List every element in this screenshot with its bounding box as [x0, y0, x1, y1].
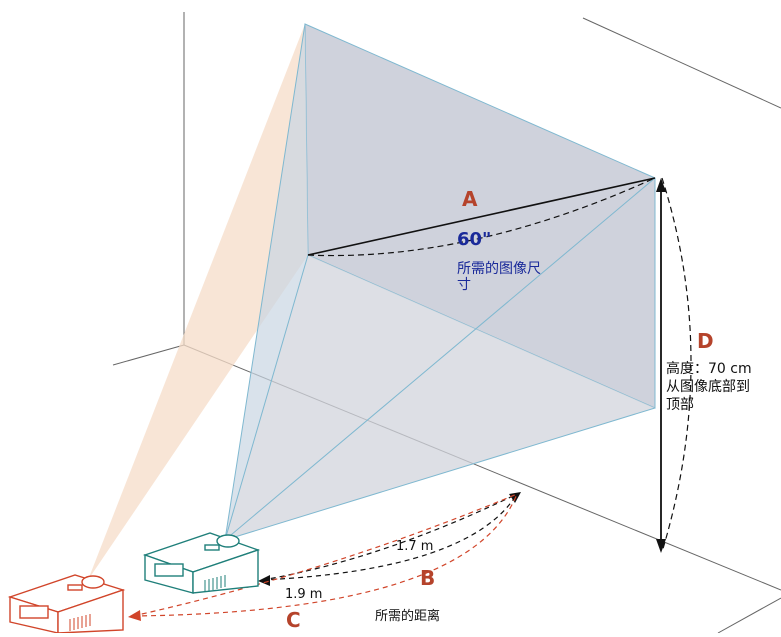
near-beam-bottom: [225, 255, 655, 540]
projector-far-lens: [81, 575, 105, 589]
distance-b-arrow-left: [258, 575, 270, 586]
projector-far-button: [67, 584, 83, 591]
distance-c-value: 1.9 m: [285, 587, 323, 602]
projector-near-lens: [216, 534, 240, 548]
projector-near-button: [204, 544, 220, 551]
distance-c-arcs: [132, 493, 518, 617]
beam-edge: [224, 254, 309, 541]
floor-corner-line: [717, 597, 781, 634]
projector-far-vents: [69, 614, 91, 631]
projector-near-panel: [154, 563, 184, 577]
projector-near: [142, 532, 261, 594]
image-size-caption-line1: 所需的图像尺: [457, 261, 541, 277]
projector-far-panel: [19, 605, 49, 619]
height-arrow-top: [656, 178, 666, 192]
beam-edge: [224, 407, 656, 541]
label-d: D: [697, 329, 714, 353]
label-b: B: [420, 566, 436, 590]
label-a: A: [462, 187, 478, 211]
near-beam-left: [225, 24, 308, 540]
projector-near-vents: [204, 575, 226, 592]
height-d-dashed-arc: [661, 177, 692, 553]
diagonal-a-dashed-arc: [307, 177, 656, 257]
image-size-value: 60": [457, 229, 492, 250]
beam-edge: [224, 177, 656, 541]
distance-b-arc: [261, 493, 518, 581]
height-arrow-bottom: [656, 539, 666, 553]
floor-left-line: [112, 344, 185, 366]
height-line3: 顶部: [666, 397, 694, 413]
image-size-caption-line2: 寸: [457, 277, 471, 293]
distance-c-arrow-left: [128, 610, 141, 621]
beam-edge: [224, 23, 306, 541]
distance-c-arc: [132, 493, 518, 617]
diagonal-a-line: [307, 177, 656, 256]
label-c: C: [286, 608, 301, 632]
height-line2: 从图像底部到: [666, 379, 750, 395]
height-line1: 高度：70 cm: [666, 361, 752, 377]
far-beam: [88, 24, 308, 580]
beam-edges: [224, 23, 656, 541]
distance-caption: 所需的距离: [375, 609, 441, 624]
distance-b-value: 1.7 m: [396, 539, 434, 554]
projector-far: [7, 574, 126, 634]
ceiling-line: [582, 17, 781, 109]
